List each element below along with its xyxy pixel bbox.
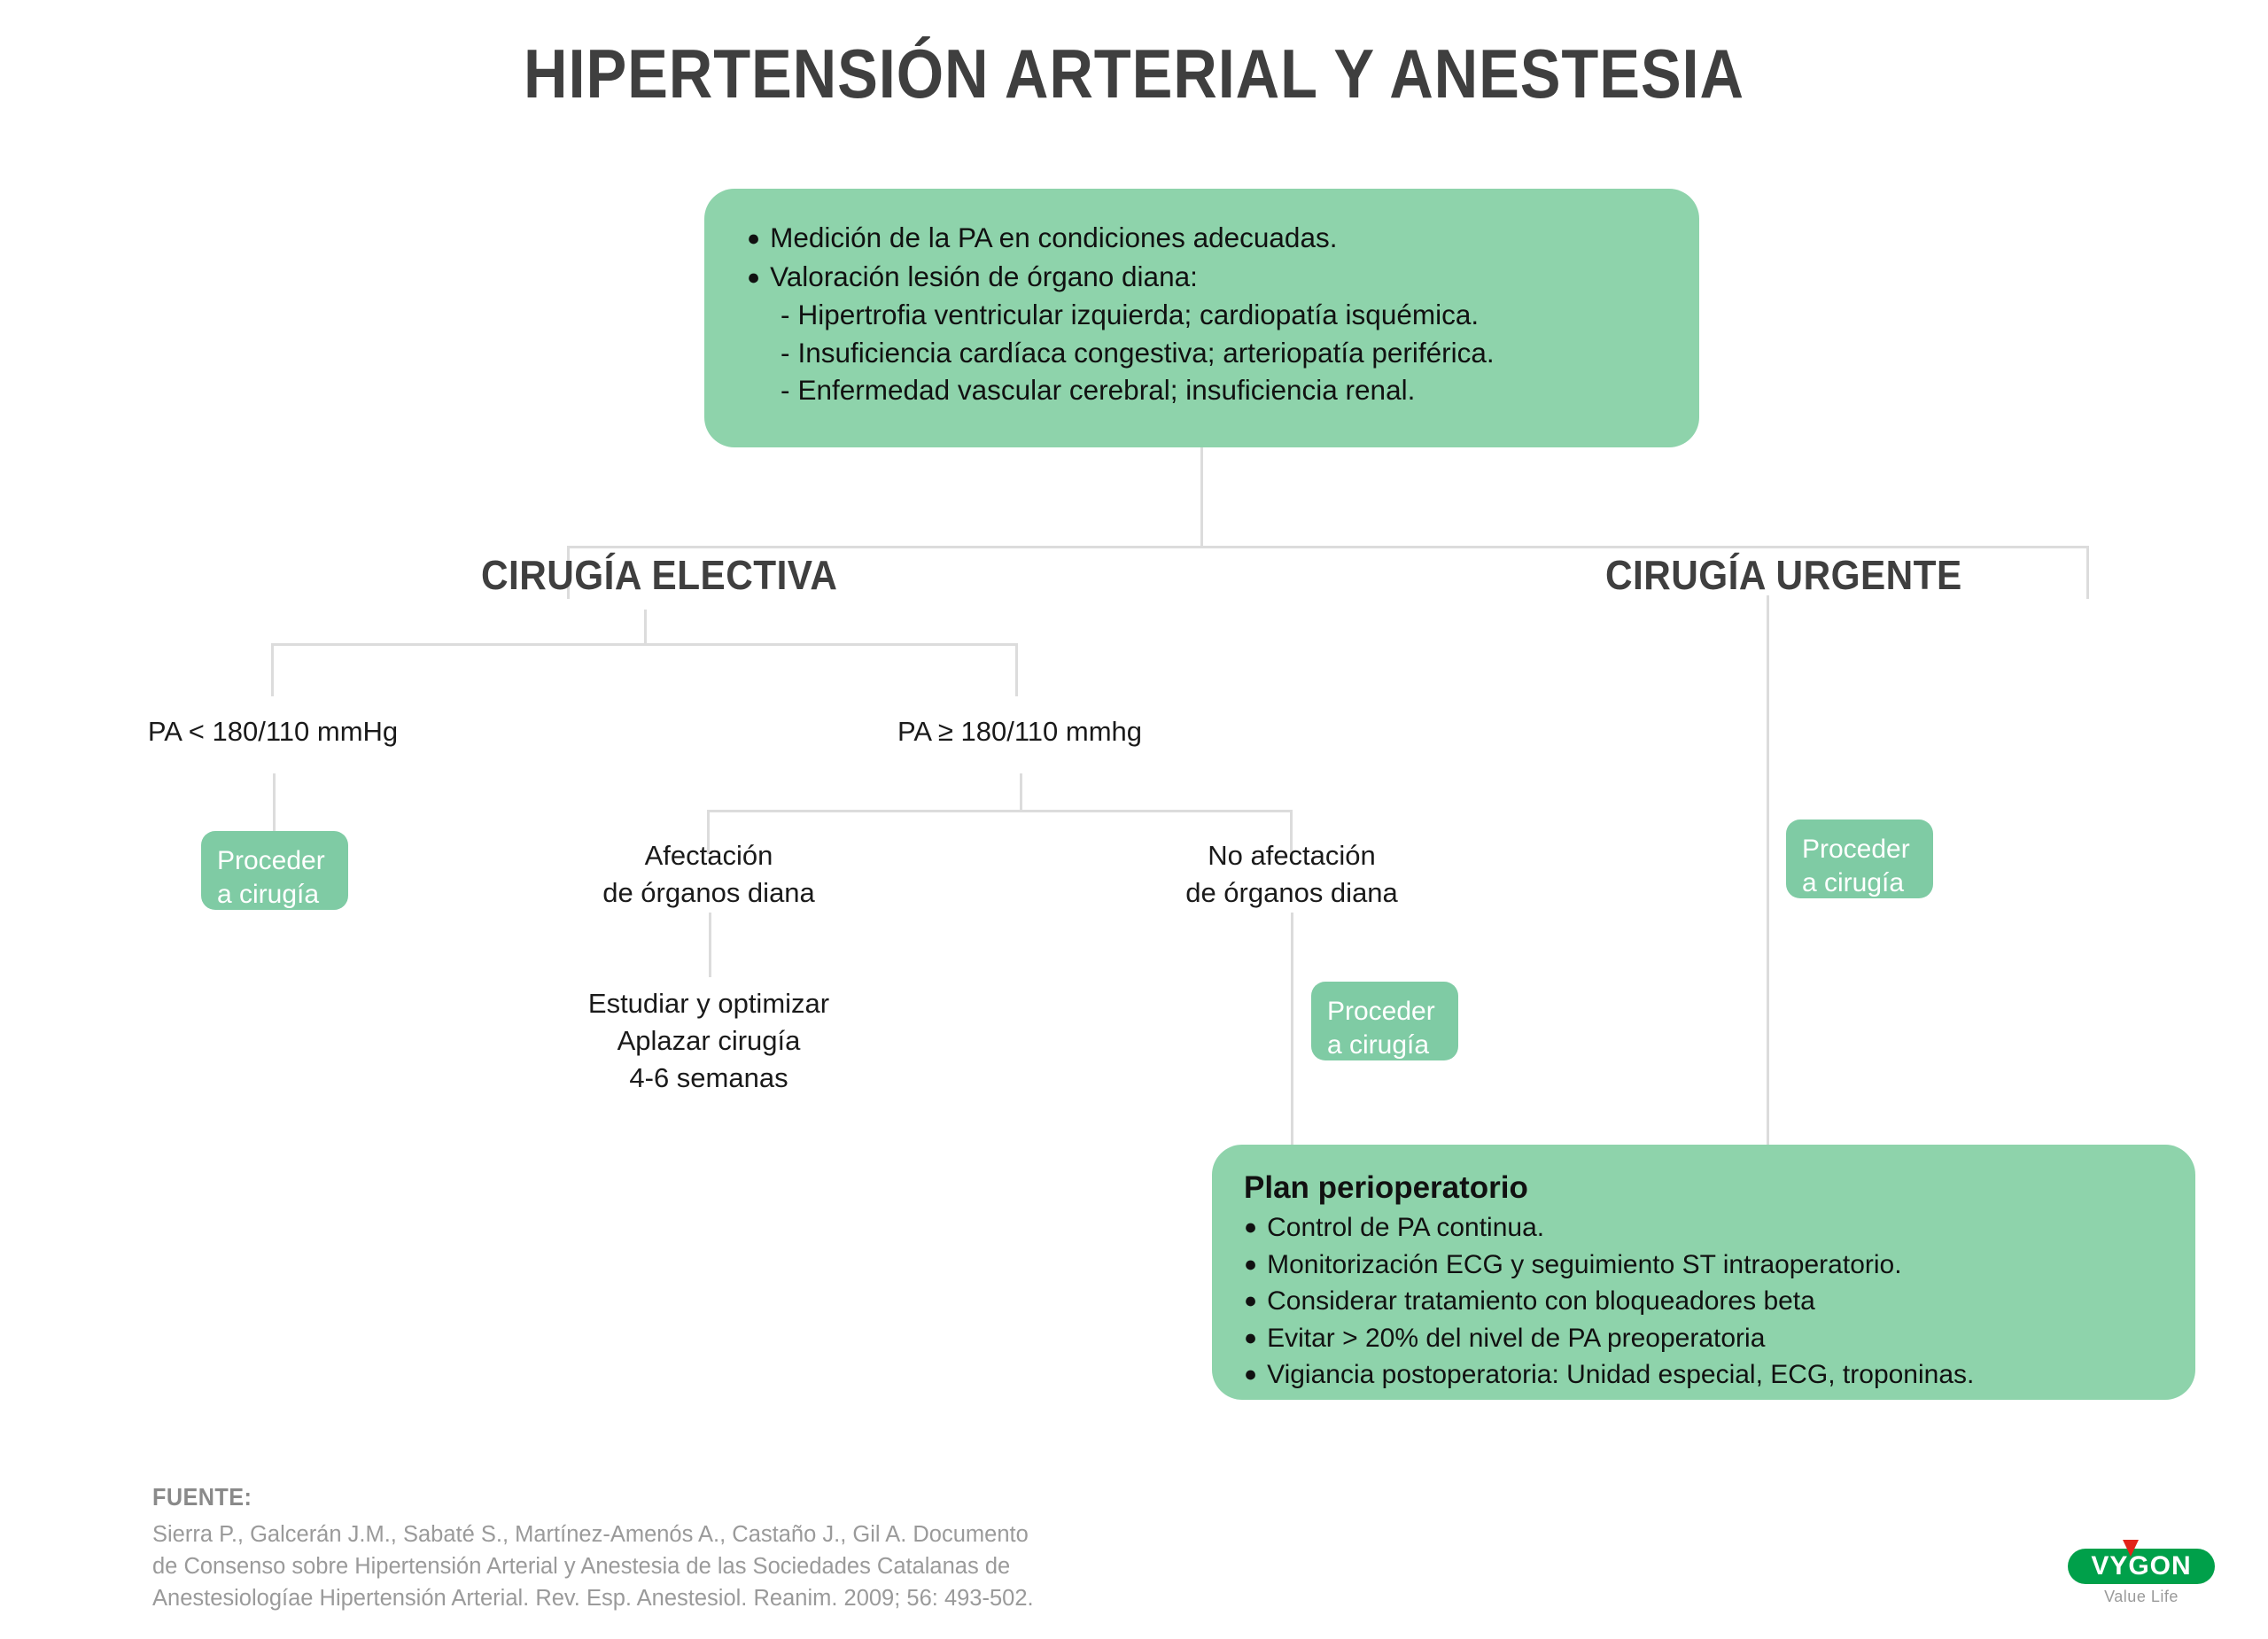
plan-bullet-3-text: Considerar tratamiento con bloqueadores … (1267, 1286, 1815, 1316)
plan-heading: Plan perioperatorio (1244, 1170, 1528, 1205)
bullet-icon: ● (1244, 1324, 1258, 1350)
logo-wordmark: VYGON (2091, 1551, 2192, 1581)
connector-afectacion-to-estudiar (709, 913, 711, 977)
connector-pa-low-to-pill (273, 773, 276, 838)
bullet-icon: ● (1244, 1251, 1258, 1277)
red-drop-icon (2123, 1540, 2139, 1557)
branch-heading-cirugia-electiva: CIRUGÍA ELECTIVA (481, 552, 838, 598)
assessment-panel: ● Medición de la PA en condiciones adecua… (704, 189, 1699, 447)
node-estudiar-optimizar: Estudiar y optimizar Aplazar cirugía 4-6… (587, 988, 830, 1093)
connector-top-stem (1200, 447, 1203, 548)
plan-bullet-4-text: Evitar > 20% del nivel de PA preoperator… (1267, 1323, 1766, 1353)
assessment-sub-1-text: Hipertrofia ventricular izquierda; cardi… (797, 299, 1480, 330)
pill-proceder-a-cirugia-left[interactable]: Proceder a cirugía (201, 831, 348, 910)
dash-icon: - (781, 336, 790, 369)
bullet-icon: ● (1244, 1215, 1258, 1239)
dash-icon: - (781, 299, 790, 330)
assessment-sub-2: -Insuficiencia cardíaca congestiva; arte… (747, 334, 1664, 372)
node-pa-high: PA ≥ 180/110 mmhg (897, 716, 1143, 747)
plan-bullet-5: ● Vigiancia postoperatoria: Unidad especi… (1244, 1356, 2169, 1394)
pill-proceder-a-cirugia-right[interactable]: Proceder a cirugía (1786, 820, 1933, 898)
plan-bullet-3: ● Considerar tratamiento con bloqueadores… (1244, 1283, 2169, 1320)
source-citation: Sierra P., Galcerán J.M., Sabaté S., Mar… (152, 1522, 1034, 1611)
branch-heading-cirugia-urgente: CIRUGÍA URGENTE (1605, 552, 1962, 598)
source-label: FUENTE: (152, 1483, 252, 1511)
plan-bullet-1: ● Control de PA continua. (1244, 1209, 2169, 1247)
plan-perioperatorio-panel: Plan perioperatorio ● Control de PA conti… (1212, 1145, 2195, 1400)
assessment-sub-3-text: Enfermedad vascular cerebral; insuficien… (797, 374, 1416, 406)
bullet-icon: ● (1244, 1362, 1258, 1387)
plan-bullet-2-text: Monitorización ECG y seguimiento ST intr… (1267, 1249, 1902, 1279)
dash-icon: - (781, 374, 790, 406)
logo-badge (2068, 1549, 2215, 1584)
node-afectacion: Afectación de órganos diana (602, 840, 815, 908)
connector-electiva-right-leg (1015, 643, 1018, 696)
vygon-logo: VYGON Value Life (2068, 1540, 2215, 1609)
plan-bullet-1-text: Control de PA continua. (1267, 1213, 1545, 1242)
connector-electiva-stem (644, 610, 647, 645)
connector-no-afectacion-leg (1290, 810, 1293, 854)
logo-tagline: Value Life (2104, 1588, 2179, 1605)
connector-urgente-to-plan (1767, 595, 1769, 1147)
connector-electiva-left-leg (271, 643, 274, 696)
assessment-sub-1: -Hipertrofia ventricular izquierda; card… (747, 296, 1664, 334)
bullet-icon: ● (747, 226, 761, 251)
node-no-afectacion: No afectación de órganos diana (1185, 840, 1398, 908)
connector-pa-high-bar (707, 810, 1292, 812)
connector-afectacion-leg (707, 810, 710, 854)
assessment-sub-3: -Enfermedad vascular cerebral; insuficie… (747, 371, 1664, 409)
connector-pa-high-stem (1020, 773, 1022, 812)
assessment-bullet-1-text: Medición de la PA en condiciones adecuad… (770, 221, 1338, 253)
assessment-bullet-2: ● Valoración lesión de órgano diana: (747, 258, 1664, 297)
assessment-bullet-1: ● Medición de la PA en condiciones adecua… (747, 219, 1664, 258)
pill-proceder-a-cirugia-middle[interactable]: Proceder a cirugía (1311, 982, 1458, 1060)
plan-bullet-5-text: Vigiancia postoperatoria: Unidad especia… (1267, 1360, 1975, 1389)
bullet-icon: ● (747, 264, 761, 290)
assessment-bullet-2-text: Valoración lesión de órgano diana: (770, 260, 1198, 292)
node-pa-low: PA < 180/110 mmHg (147, 716, 399, 747)
bullet-icon: ● (1244, 1288, 1258, 1313)
connector-level1-bar (567, 546, 2089, 548)
plan-bullet-2: ● Monitorización ECG y seguimiento ST int… (1244, 1247, 2169, 1284)
plan-bullet-4: ● Evitar > 20% del nivel de PA preoperato… (1244, 1320, 2169, 1357)
connector-level1-left-leg (567, 546, 570, 599)
connector-level1-right-leg (2086, 546, 2089, 599)
page-title: HIPERTENSIÓN ARTERIAL Y ANESTESIA (524, 35, 1744, 113)
connector-electiva-bar (271, 643, 1018, 646)
connector-no-afectacion-to-plan (1291, 913, 1293, 1147)
assessment-sub-2-text: Insuficiencia cardíaca congestiva; arter… (797, 336, 1495, 369)
